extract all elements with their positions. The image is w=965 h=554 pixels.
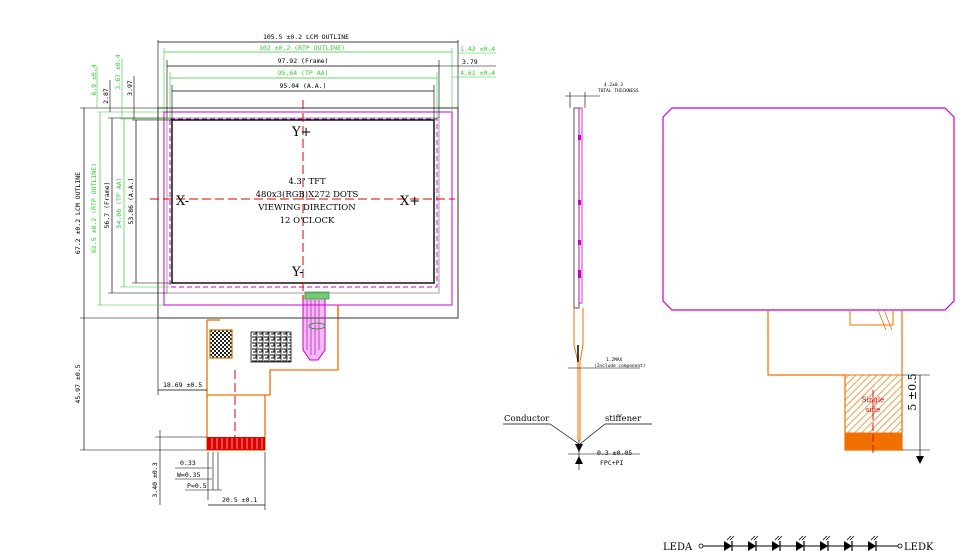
dim-340: 3.40 ±0.3	[151, 462, 159, 497]
dim-fpc-height: 45.97 ±0.5	[74, 364, 82, 403]
axis-y-minus: Y-	[291, 265, 304, 280]
led-diodes	[724, 535, 879, 551]
side-thickness-note: TOTAL THICKNESS	[598, 88, 639, 94]
side-thickness: 4.2±0.3	[604, 82, 623, 88]
dim-right-2: 3.79	[462, 58, 478, 66]
side-view: 4.2±0.3 TOTAL THICKNESS 1.2MAX (Include …	[503, 82, 652, 470]
side-fpc-pi-label: FPC+PI	[600, 459, 624, 467]
led-anode: LEDA	[663, 542, 693, 553]
fpc-tail	[206, 291, 339, 451]
dim-aa-height: 53.86 (A.A.)	[127, 178, 135, 225]
dim-w: W=0.35	[177, 471, 201, 479]
panel-line-3: VIEWING DIRECTION	[257, 203, 356, 213]
dim-aa: 95.04 (A.A.)	[280, 82, 327, 90]
back-gold-fingers	[845, 433, 902, 450]
dim-right-1: 1.43 ±0.4	[460, 45, 495, 53]
back-view: Single side 5 ±0.5	[662, 107, 955, 464]
dim-p: P=0.5	[187, 482, 207, 490]
side-stiffener: stiffener	[605, 414, 642, 424]
chip-component	[209, 329, 233, 359]
led-diode-3	[772, 535, 783, 551]
side-conductor: Conductor	[504, 414, 550, 424]
dim-lcm-outline: 105.5 ±0.2 LCM OUTLINE	[263, 33, 349, 41]
dim-rtp-outline: 102 ±0.2 (RTP OUTLINE)	[259, 44, 345, 52]
side-fpc-pi: 0.3 ±0.05	[597, 449, 632, 457]
led-diode-4	[796, 535, 807, 551]
panel-line-1: 4.3" TFT	[288, 177, 326, 187]
back-dim: 5 ±0.5	[906, 373, 919, 410]
axis-x-minus: X-	[176, 194, 189, 209]
bottom-dimensions: 18.69 ±0.5 0.33 W=0.35 P=0.5 20.5 ±0.1 3…	[151, 318, 266, 510]
lcm-outline	[157, 107, 459, 319]
single-side-2: side	[866, 406, 880, 414]
dim-rtp-height: 62.5 ±0.2 (RTP OUTLINE)	[90, 163, 98, 253]
front-view: 4.3" TFT 480x3(RGB)X272 DOTS VIEWING DIR…	[150, 100, 459, 451]
dim-tp-aa-height: 54.06 (TP AA)	[115, 178, 123, 229]
dim-lcm-height: 67.2 ±0.2 LCM OUTLINE	[74, 172, 82, 254]
dim-fpc-offset: 18.69 ±0.5	[163, 381, 202, 389]
led-diode-7	[868, 535, 879, 551]
led-diode-1	[724, 535, 735, 551]
panel-line-2: 480x3(RGB)X272 DOTS	[256, 189, 359, 200]
led-diode-5	[820, 535, 831, 551]
dim-frame: 97.92 (Frame)	[278, 57, 329, 65]
dim-v2: 2.87	[102, 88, 110, 104]
dim-v3: 3.67 ±0.4	[114, 54, 122, 89]
led-diode-6	[844, 535, 855, 551]
led-schematic: LEDA LEDK	[663, 535, 934, 553]
led-cathode: LEDK	[904, 542, 934, 553]
side-fpc-thick: 1.2MAX	[606, 357, 623, 363]
side-fpc-note: (Include component)	[594, 363, 645, 369]
dim-205: 20.5 ±0.1	[222, 496, 257, 504]
rtp-outline	[163, 111, 453, 306]
top-dimensions: 105.5 ±0.2 LCM OUTLINE 102 ±0.2 (RTP OUT…	[157, 33, 496, 120]
dim-tp-aa: 95.64 (TP AA)	[278, 69, 329, 77]
dim-right-3: 4.61 ±0.4	[460, 69, 495, 77]
fpc-gold-fingers	[207, 437, 265, 450]
left-dimensions: 67.2 ±0.2 LCM OUTLINE 62.5 ±0.2 (RTP OUT…	[74, 54, 207, 451]
led-diode-2	[748, 535, 759, 551]
axis-x-plus: X+	[400, 194, 420, 209]
axis-y-plus: Y+	[291, 125, 311, 140]
dim-033: 0.33	[180, 459, 196, 467]
dim-v4: 3.97	[126, 80, 134, 96]
dim-v1: 6.9 ±0.4	[90, 64, 98, 95]
dim-frame-height: 56.7 (Frame)	[103, 182, 111, 229]
ic-component	[250, 331, 292, 363]
stiffener-area	[844, 374, 903, 434]
single-side-1: Single	[862, 396, 884, 404]
panel-line-4: 12 O'CLOCK	[280, 216, 335, 226]
